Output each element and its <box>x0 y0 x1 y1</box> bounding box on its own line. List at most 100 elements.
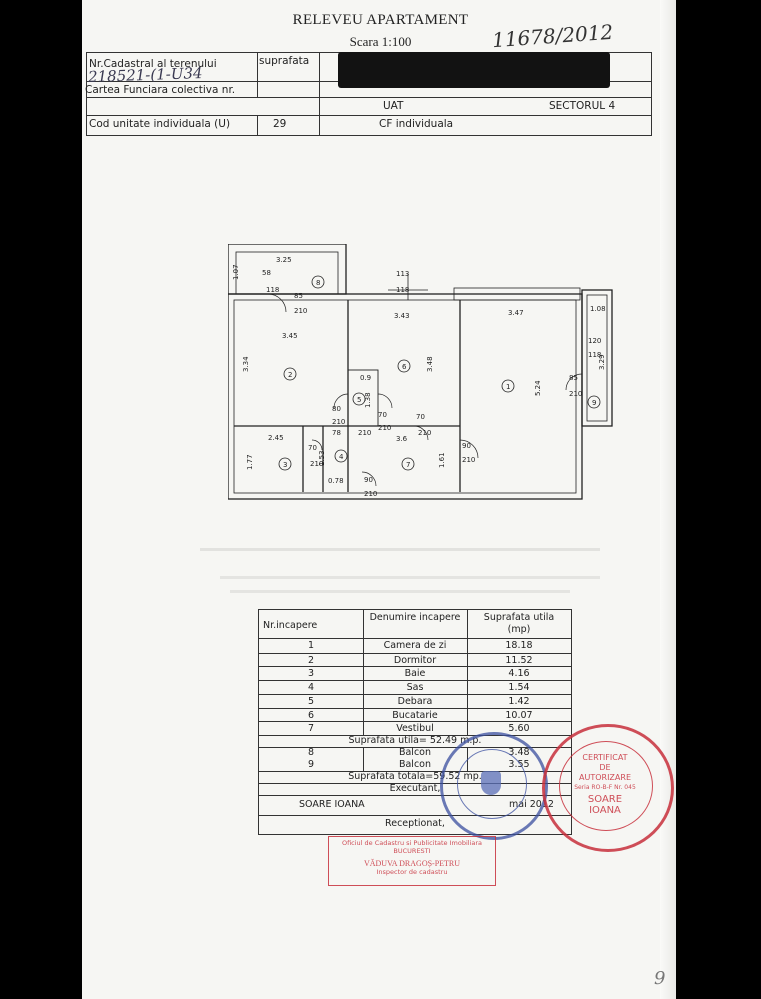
uat-label: UAT <box>383 100 404 112</box>
useful-total-row: Suprafata utila= 52.49 m.p. <box>259 735 571 747</box>
room-number: 5 <box>357 396 361 404</box>
dim-label: 118 <box>588 351 601 359</box>
carte-label: Cartea Funciara colectiva nr. <box>85 84 236 96</box>
dim-label: 70 <box>308 444 317 452</box>
row-nr: 7 <box>307 723 315 735</box>
cod-value: 29 <box>273 118 287 130</box>
row-name: Balcon <box>398 759 432 770</box>
room-number: 3 <box>283 461 287 469</box>
dim-label: 58 <box>262 269 271 277</box>
dim-label: 210 <box>418 429 431 437</box>
document-scale: Scara 1:100 <box>349 34 412 49</box>
dim-label: 210 <box>364 490 377 498</box>
dim-label: 2.45 <box>268 434 284 442</box>
dim-label: 1.61 <box>438 452 446 468</box>
dim-label: 3.6 <box>396 435 408 443</box>
row-name: Sas <box>406 682 424 694</box>
dim-label: 1.77 <box>246 454 254 470</box>
ocpi-name: VĂDUVA DRAGOȘ-PETRU <box>363 859 461 868</box>
row-nr: 3 <box>307 668 315 680</box>
dim-label: 210 <box>294 307 307 315</box>
room-numbers: 1 2 3 4 5 6 7 8 9 <box>283 279 596 469</box>
receptionat-label: Receptionat, <box>385 818 445 829</box>
dim-label: 3.45 <box>282 332 298 340</box>
row-name: Baie <box>404 668 426 680</box>
dim-label: 118 <box>266 286 279 294</box>
row-name: Bucatarie <box>392 709 438 721</box>
dim-label: 70 <box>378 411 387 419</box>
cert-line-1: CERTIFICAT <box>582 753 628 762</box>
row-nr: 2 <box>307 654 315 666</box>
dim-label: 1.07 <box>232 264 240 280</box>
floor-plan: 3.25 1.07 58 118 85 210 113 118 3.45 3.4… <box>228 244 613 500</box>
row-name: Balcon <box>398 747 432 758</box>
dim-label: 210 <box>358 429 371 437</box>
area-table: Nr.incapere Denumire incapere Suprafata … <box>258 609 572 835</box>
header-area: Suprafata utila (mp) <box>483 612 555 635</box>
dim-label: 1.53 <box>318 450 326 466</box>
row-name: Dormitor <box>393 654 437 666</box>
dim-label: 3.29 <box>598 354 606 370</box>
dim-label: 85 <box>569 374 578 382</box>
room-number: 4 <box>339 453 344 461</box>
row-nr: 5 <box>307 695 315 707</box>
executant-label: Executant, <box>389 783 441 794</box>
balcony-9-outline <box>581 289 613 427</box>
total-area: Suprafata totala=59.52 mp. <box>348 771 482 782</box>
row-name: Debara <box>397 695 433 707</box>
table-row: 7 Vestibul 5.60 <box>259 721 571 735</box>
dim-label: 85 <box>294 292 303 300</box>
executant-name: SOARE IOANA <box>299 799 365 810</box>
row-name: Vestibul <box>396 723 434 735</box>
bleed-through-line <box>220 576 600 579</box>
dim-label: 210 <box>462 456 475 464</box>
cert-series: Seria RO-B-F Nr. 045 <box>574 784 636 791</box>
dim-label: 3.47 <box>508 309 524 317</box>
room-number: 2 <box>288 371 292 379</box>
table-header: Nr.incapere Denumire incapere Suprafata … <box>259 610 571 638</box>
cod-label: Cod unitate individuala (U) <box>89 118 231 130</box>
total-row: Suprafata totala=59.52 mp. <box>259 771 571 783</box>
dim-label: 70 <box>416 413 425 421</box>
ocpi-round-stamp <box>440 732 548 840</box>
dim-label: 118 <box>396 286 409 294</box>
ocpi-role: Inspector de cadastru <box>376 868 448 876</box>
dim-label: 210 <box>310 460 323 468</box>
redaction-block <box>338 52 610 88</box>
row-nr: 8 <box>307 747 315 758</box>
room-number: 7 <box>406 461 410 469</box>
plan-dimensions: 3.25 1.07 58 118 85 210 113 118 3.45 3.4… <box>232 256 606 498</box>
dim-label: 90 <box>462 442 471 450</box>
dim-label: 0.78 <box>328 477 344 485</box>
room-number: 8 <box>316 279 320 287</box>
authorization-stamp: CERTIFICAT DE AUTORIZARE Seria RO-B-F Nr… <box>542 724 674 852</box>
ocpi-box-line-1: Oficiul de Cadastru si Publicitate Imobi… <box>341 839 483 847</box>
row-area: 11.52 <box>505 654 533 666</box>
dim-label: 0.9 <box>360 374 371 382</box>
cert-name-1: SOARE <box>587 794 623 805</box>
dim-label: 3.34 <box>242 356 250 372</box>
dim-label: 1.08 <box>590 305 606 313</box>
ocpi-box-line-2: BUCURESTI <box>393 847 431 855</box>
row-area: 5.60 <box>508 723 530 735</box>
cadastral-label: Nr.Cadastral al terenului <box>89 58 217 70</box>
row-area: 18.18 <box>505 640 533 651</box>
header-name: Denumire incapere <box>369 612 461 623</box>
row-area: 10.07 <box>505 709 533 721</box>
inspector-stamp: Oficiul de Cadastru si Publicitate Imobi… <box>328 836 496 886</box>
dim-label: 3.48 <box>426 356 434 372</box>
cf-label: CF individuala <box>379 118 454 130</box>
row-nr: 1 <box>307 640 315 651</box>
bleed-through-line <box>200 548 600 551</box>
row-nr: 4 <box>307 682 315 694</box>
executant-row: Executant, <box>259 783 571 795</box>
receptionat-row: Receptionat, <box>259 815 571 833</box>
room-number-markers <box>278 275 601 471</box>
dim-label: 1.38 <box>364 392 372 408</box>
dim-label: 78 <box>332 429 341 437</box>
row-nr: 9 <box>307 759 315 770</box>
